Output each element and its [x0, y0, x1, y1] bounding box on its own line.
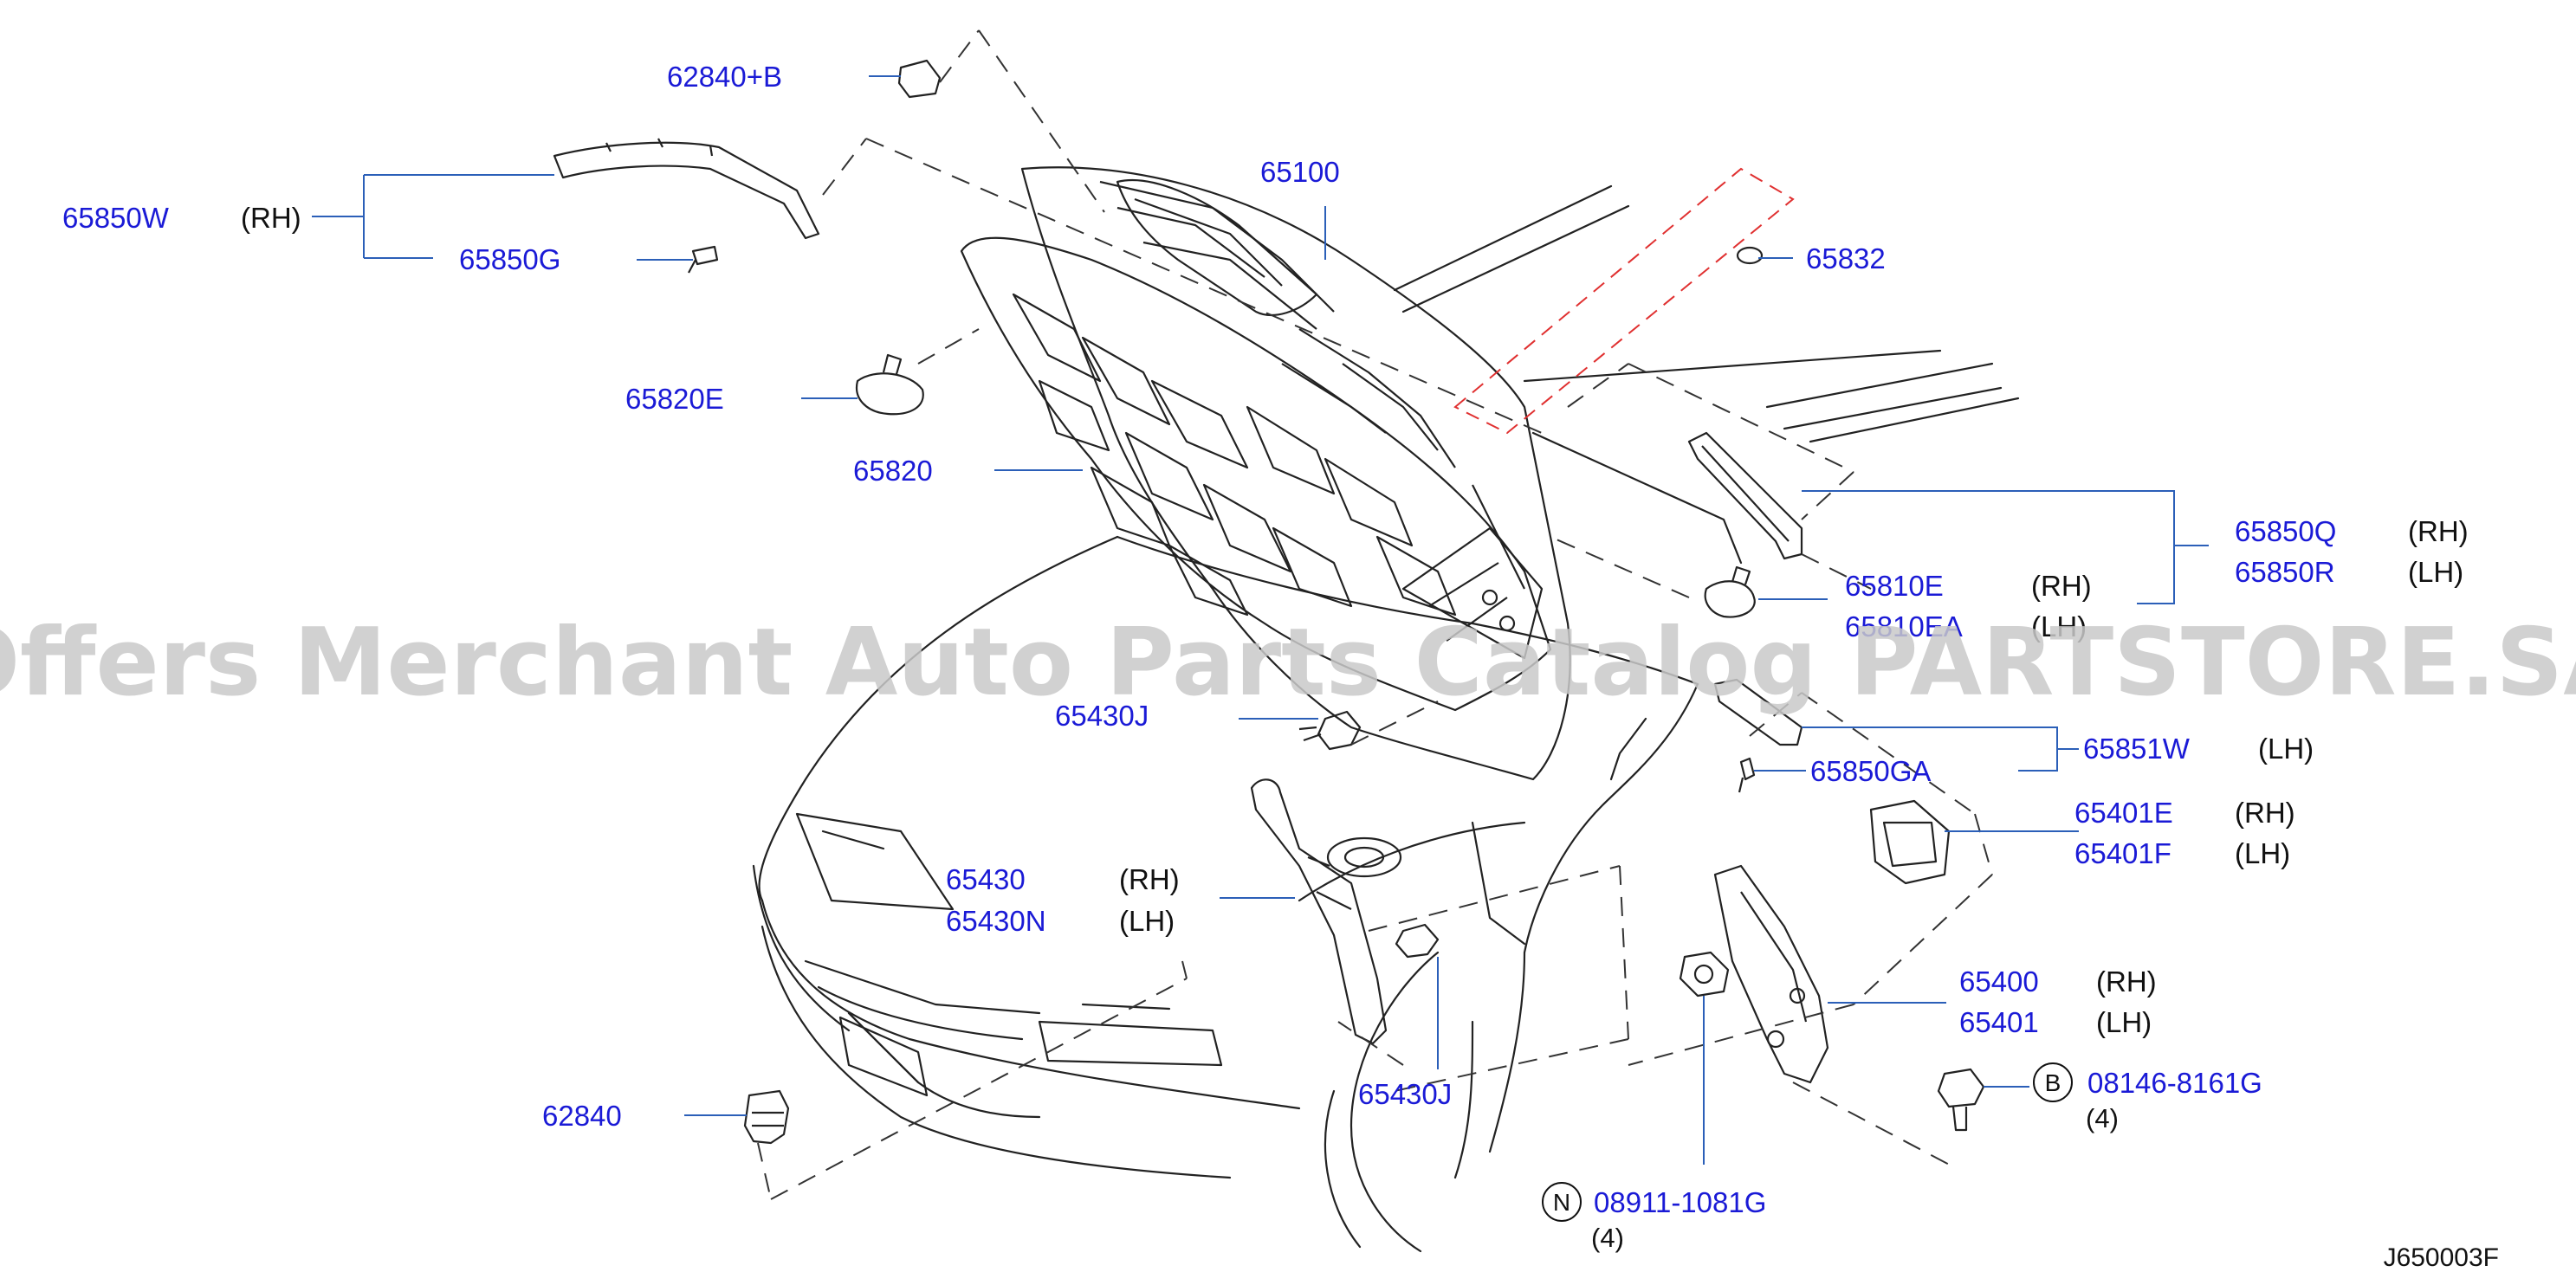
label-62840b[interactable]: 62840+B — [667, 61, 782, 93]
label-65850q[interactable]: 65850Q — [2235, 515, 2336, 547]
red-dashed-line — [1453, 167, 1795, 435]
seal-65850q-icon — [1687, 431, 1803, 560]
nut-mark-circle — [1542, 1182, 1582, 1222]
label-65850q-side: (RH) — [2408, 515, 2469, 547]
label-08146[interactable]: 08146-8161G — [2087, 1067, 2262, 1099]
label-65430n-side: (LH) — [1119, 905, 1175, 937]
label-65850g[interactable]: 65850G — [459, 243, 560, 275]
label-65850r-side: (LH) — [2408, 556, 2463, 588]
hood-line-art — [960, 166, 1571, 781]
dashed-indicator-lines — [757, 29, 1993, 1200]
hood-hinge-65400-icon — [1713, 864, 1829, 1084]
label-65430j-top[interactable]: 65430J — [1055, 700, 1149, 732]
watermark: Offers Merchant Auto Parts Catalog PARTS… — [0, 609, 2576, 717]
label-65810ea[interactable]: 65810EA — [1845, 610, 1963, 642]
label-65401f-side: (LH) — [2235, 837, 2290, 869]
label-62840[interactable]: 62840 — [542, 1100, 622, 1132]
label-65850w-side: (RH) — [241, 202, 301, 234]
part-labels: 62840+B 65850W (RH) 65850G 65100 65832 6… — [62, 61, 2499, 1272]
label-65401e[interactable]: 65401E — [2074, 797, 2173, 829]
label-08911-mark: N — [1553, 1189, 1570, 1216]
pin-65850ga-icon — [1738, 757, 1756, 793]
gas-strut-65430-icon — [1250, 778, 1388, 1045]
nut-08911-icon — [1679, 951, 1730, 998]
parts-line-art — [553, 59, 1985, 1145]
label-65850w[interactable]: 65850W — [62, 202, 170, 234]
diagram-code: J650003F — [2384, 1243, 2499, 1272]
clip-65820e-icon — [855, 372, 924, 416]
label-08146-mark: B — [2045, 1069, 2061, 1096]
label-65851w[interactable]: 65851W — [2083, 733, 2191, 765]
label-65401-side: (LH) — [2096, 1006, 2152, 1038]
label-65400[interactable]: 65400 — [1959, 965, 2039, 998]
clip-65832-icon — [1736, 246, 1764, 265]
label-65850ga[interactable]: 65850GA — [1810, 755, 1931, 787]
clip-62840-icon — [743, 1089, 790, 1145]
label-65401[interactable]: 65401 — [1959, 1006, 2039, 1038]
pin-65850g-icon — [688, 245, 719, 274]
label-65810ea-side: (LH) — [2031, 610, 2087, 642]
label-65430[interactable]: 65430 — [946, 863, 1026, 895]
label-65820e[interactable]: 65820E — [625, 383, 724, 415]
label-08146-qty: (4) — [2086, 1103, 2119, 1133]
seal-65851w-icon — [1713, 678, 1803, 746]
vehicle-line-art — [752, 184, 2020, 1253]
label-65810e-side: (RH) — [2031, 570, 2092, 602]
stud-65430j-lower-icon — [1395, 923, 1440, 959]
label-65851w-side: (LH) — [2258, 733, 2314, 765]
bolt-08146-icon — [1937, 1068, 1985, 1108]
label-65850r[interactable]: 65850R — [2235, 556, 2335, 588]
label-65832[interactable]: 65832 — [1806, 242, 1886, 274]
label-65430j-bottom[interactable]: 65430J — [1358, 1078, 1452, 1110]
bolt-mark-circle — [2033, 1062, 2073, 1102]
label-65401f[interactable]: 65401F — [2074, 837, 2171, 869]
label-08911-qty: (4) — [1591, 1223, 1624, 1253]
clip-62840b-icon — [897, 59, 942, 99]
leader-lines — [312, 75, 2209, 1165]
label-65810e[interactable]: 65810E — [1845, 570, 1944, 602]
label-65430-side: (RH) — [1119, 863, 1180, 895]
label-65820[interactable]: 65820 — [853, 455, 933, 487]
label-65430n[interactable]: 65430N — [946, 905, 1046, 937]
label-65100[interactable]: 65100 — [1260, 156, 1340, 188]
hinge-bracket-65401e-icon — [1869, 799, 1951, 885]
label-65400-side: (RH) — [2096, 965, 2157, 998]
label-65401e-side: (RH) — [2235, 797, 2295, 829]
label-08911[interactable]: 08911-1081G — [1594, 1186, 1766, 1218]
weatherstrip-65850w-icon — [553, 141, 820, 240]
